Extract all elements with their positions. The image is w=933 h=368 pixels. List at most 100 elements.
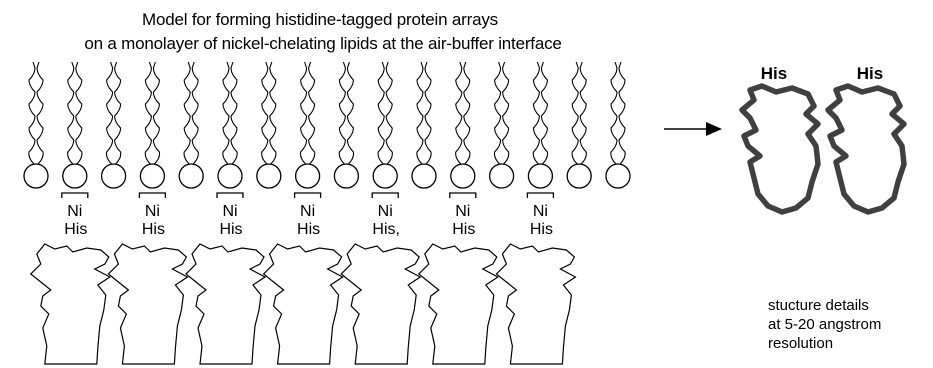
his-tagged-protein xyxy=(31,244,110,364)
his-tag-label: His xyxy=(530,221,553,238)
chelator-bracket xyxy=(62,193,88,198)
lipid-head xyxy=(218,164,242,188)
his-tagged-protein xyxy=(264,244,343,364)
lipid-head xyxy=(451,164,475,188)
caption-line-3: resolution xyxy=(768,334,881,353)
his-tagged-protein xyxy=(341,244,420,364)
caption-line-2: at 5-20 angstrom xyxy=(768,315,881,334)
protein-array xyxy=(31,244,576,364)
lipid-tail xyxy=(347,62,353,164)
lipid-tail xyxy=(29,62,35,164)
lipid-tail xyxy=(115,62,121,164)
chelator-bracket xyxy=(217,193,243,198)
lipid-molecule xyxy=(179,62,203,188)
lipid-tail xyxy=(339,62,345,164)
protein-crystal-detail: His His xyxy=(742,64,904,212)
lipid-tail xyxy=(68,62,74,164)
lipid-molecule xyxy=(528,62,552,188)
lipid-tail xyxy=(192,62,198,164)
lipid-tail xyxy=(270,62,276,164)
lipid-head xyxy=(179,164,203,188)
lipid-molecule xyxy=(334,62,358,188)
his-tag-label: His xyxy=(452,221,475,238)
chelator-bracket xyxy=(295,193,321,198)
lipid-tail xyxy=(309,62,315,164)
lipid-head xyxy=(412,164,436,188)
lipid-tail xyxy=(386,62,392,164)
nickel-label: Ni xyxy=(67,203,82,220)
lipid-head xyxy=(102,164,126,188)
lipid-tail xyxy=(153,62,159,164)
lipid-head xyxy=(606,164,630,188)
lipid-head xyxy=(528,164,552,188)
lipid-tail xyxy=(425,62,431,164)
lipid-tail xyxy=(223,62,229,164)
lipid-tail xyxy=(37,62,43,164)
lipid-head xyxy=(373,164,397,188)
lipid-tail xyxy=(231,62,237,164)
lipid-tail xyxy=(533,62,539,164)
lipid-molecule xyxy=(412,62,436,188)
nickel-label: Ni xyxy=(222,203,237,220)
lipid-head xyxy=(140,164,164,188)
resolution-caption: stucture details at 5-20 angstrom resolu… xyxy=(768,296,881,353)
his-tagged-protein xyxy=(419,244,498,364)
lipid-head xyxy=(296,164,320,188)
lipid-monolayer xyxy=(24,62,630,188)
lipid-tail xyxy=(503,62,509,164)
nickel-label: Ni xyxy=(378,203,393,220)
his-tag-label: His, xyxy=(372,221,400,238)
his-tagged-protein xyxy=(496,244,575,364)
lipid-molecule xyxy=(567,62,591,188)
chelator-bracket xyxy=(372,193,398,198)
lipid-tail xyxy=(106,62,112,164)
chelator-bracket xyxy=(527,193,553,198)
lipid-head xyxy=(567,164,591,188)
his-tag-label: His xyxy=(297,221,320,238)
crystal-his-label: His xyxy=(857,64,883,83)
lipid-molecule xyxy=(257,62,281,188)
his-tagged-protein xyxy=(186,244,265,364)
his-tag-label: His xyxy=(219,221,242,238)
lipid-tail xyxy=(262,62,268,164)
crystal-his-label: His xyxy=(761,64,787,83)
lipid-head xyxy=(490,164,514,188)
lipid-molecule xyxy=(490,62,514,188)
lipid-tail xyxy=(456,62,462,164)
lipid-molecule xyxy=(606,62,630,188)
lipid-tail xyxy=(417,62,423,164)
lipid-head xyxy=(334,164,358,188)
his-tag-label: His xyxy=(64,221,87,238)
lipid-tail xyxy=(572,62,578,164)
lipid-tail xyxy=(611,62,617,164)
lipid-molecule xyxy=(24,62,48,188)
lipid-tail xyxy=(378,62,384,164)
lipid-molecule xyxy=(451,62,475,188)
crystal-protein-outline xyxy=(742,86,818,212)
nickel-label: Ni xyxy=(455,203,470,220)
lipid-head xyxy=(24,164,48,188)
lipid-head xyxy=(257,164,281,188)
chelator-bracket xyxy=(139,193,165,198)
lipid-tail xyxy=(184,62,190,164)
lipid-molecule xyxy=(218,62,242,188)
lipid-tail xyxy=(145,62,151,164)
chelator-bracket xyxy=(450,193,476,198)
lipid-tail xyxy=(76,62,82,164)
nickel-label: Ni xyxy=(145,203,160,220)
lipid-tail xyxy=(494,62,500,164)
lipid-tail xyxy=(300,62,306,164)
lipid-molecule xyxy=(373,62,397,188)
caption-line-1: stucture details xyxy=(768,296,881,315)
crystal-protein-outline xyxy=(828,86,904,212)
his-tag-label: His xyxy=(142,221,165,238)
nickel-label: Ni xyxy=(300,203,315,220)
lipid-head xyxy=(63,164,87,188)
